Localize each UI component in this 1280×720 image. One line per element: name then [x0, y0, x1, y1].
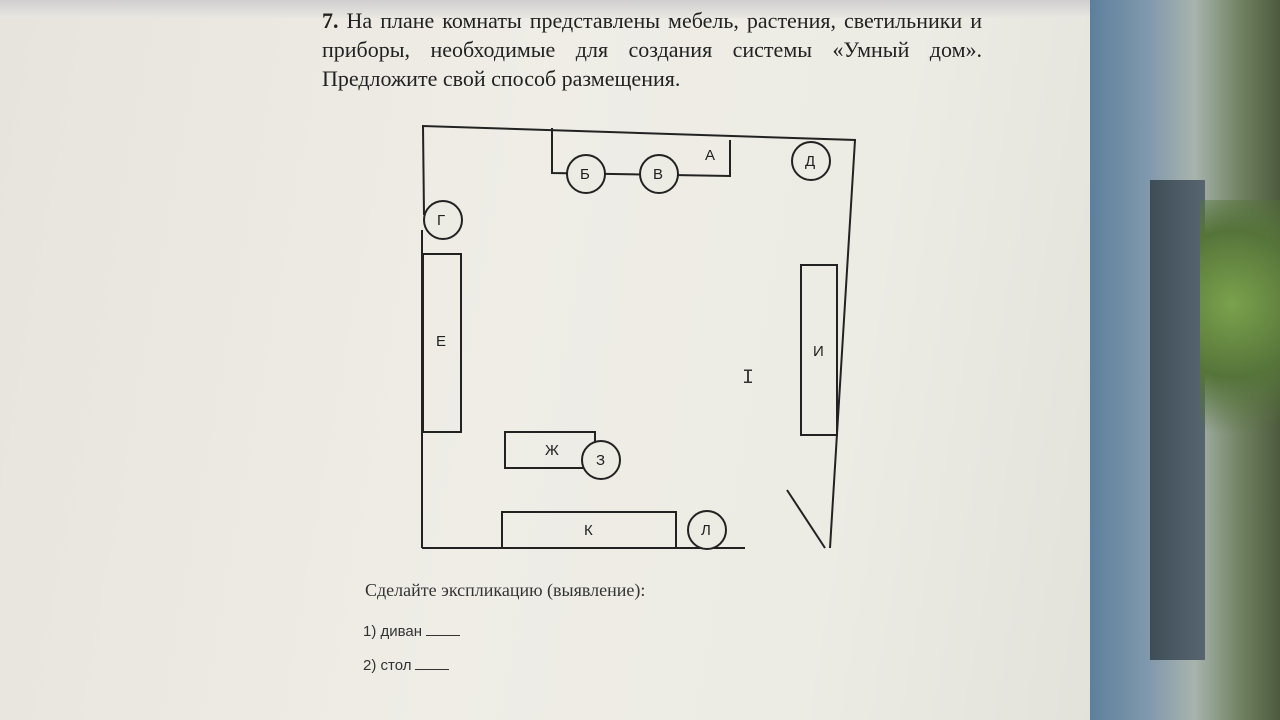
furniture-k	[501, 511, 677, 549]
circle-b	[566, 154, 606, 194]
circle-z	[581, 440, 621, 480]
room-plan: А Б В Д Г Е И Ж З К Л	[421, 124, 857, 550]
circle-d	[791, 141, 831, 181]
wall-outline	[421, 124, 857, 549]
window-top-edge	[0, 0, 1105, 18]
label-l: Л	[701, 522, 711, 539]
answer-blank[interactable]	[415, 657, 450, 670]
label-v: В	[653, 166, 663, 183]
explication-title: Сделайте экспликацию (выявление):	[365, 580, 646, 600]
explication-item-2: 2) стол	[363, 657, 450, 674]
furniture-i	[800, 264, 838, 436]
reflection-pillar	[1150, 180, 1205, 660]
label-a: А	[705, 147, 715, 164]
door-leaf	[786, 489, 826, 549]
answer-blank[interactable]	[426, 623, 461, 636]
task-number: 7.	[322, 8, 339, 33]
label-z: З	[596, 452, 605, 469]
explication-item-label: 1) диван	[363, 623, 423, 640]
furniture-e	[422, 253, 462, 433]
worksheet-page	[0, 0, 1105, 720]
label-b: Б	[580, 166, 590, 183]
label-g: Г	[437, 212, 445, 229]
label-zh: Ж	[545, 442, 559, 459]
label-k: К	[584, 522, 593, 539]
background-window-reflection	[1090, 0, 1280, 720]
reflection-foliage	[1200, 200, 1280, 460]
circle-g	[423, 200, 463, 240]
text-cursor-icon: I	[742, 367, 755, 390]
circle-l	[687, 510, 727, 550]
label-i: И	[813, 343, 824, 360]
task-statement: 7. На плане комнаты представлены мебель,…	[322, 6, 982, 93]
explication-item-label: 2) стол	[363, 657, 412, 674]
circle-v	[639, 154, 679, 194]
label-d: Д	[805, 153, 815, 170]
explication-item-1: 1) диван	[363, 623, 461, 640]
task-text: На плане комнаты представлены мебель, ра…	[322, 8, 982, 91]
label-e: Е	[436, 333, 446, 350]
